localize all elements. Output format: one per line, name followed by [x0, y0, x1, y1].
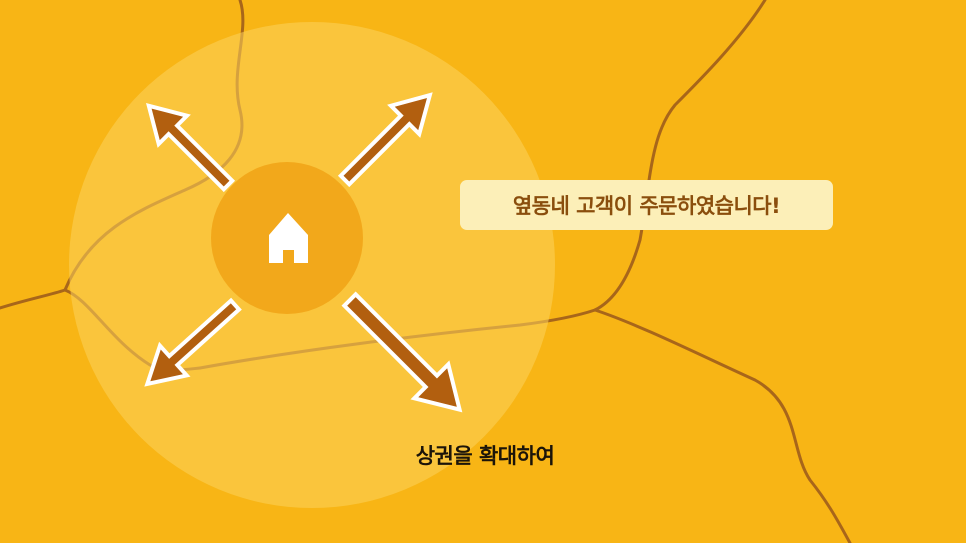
road-line [593, 308, 852, 543]
order-notification-bubble: 옆동네 고객이 주문하였습니다! [460, 180, 833, 230]
caption-text: 상권을 확대하여 [415, 444, 555, 468]
order-notification-text: 옆동네 고객이 주문하였습니다! [512, 194, 781, 218]
arrow-up-left [146, 103, 236, 193]
arrow-up-right [337, 92, 433, 188]
house-icon [269, 213, 308, 263]
arrow-down-left [144, 297, 242, 387]
arrow-down-right [341, 291, 463, 413]
road-line [593, 0, 767, 312]
